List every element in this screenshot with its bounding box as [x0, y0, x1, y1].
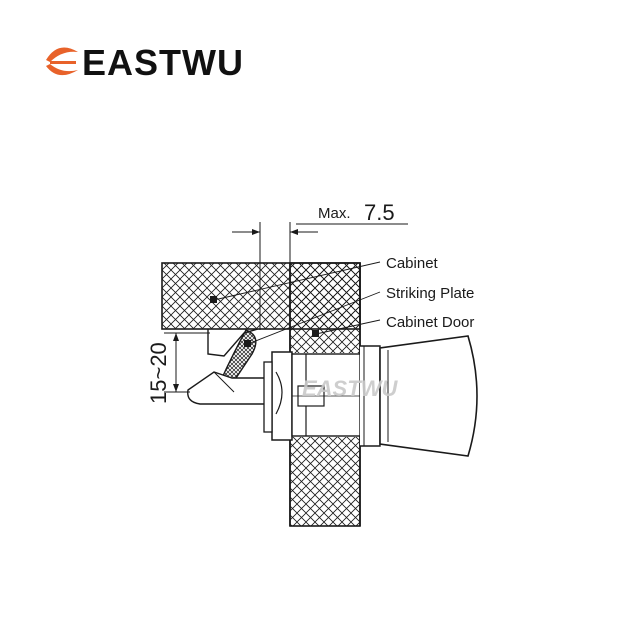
- cam-lock: [263, 345, 381, 447]
- latch-tongue: [187, 371, 273, 405]
- striking-plate-hook: [221, 329, 257, 382]
- callout-striking-plate: Striking Plate: [244, 285, 474, 347]
- label-cabinet: Cabinet: [386, 255, 439, 272]
- dimension-height-range: 15~20: [146, 332, 210, 404]
- dimension-max-value: 7.5: [364, 200, 395, 225]
- logo-arc-bottom: [46, 64, 78, 76]
- dimension-max-gap: Max. 7.5: [232, 200, 408, 330]
- brand-logo-icon: [46, 47, 78, 76]
- label-striking-plate: Striking Plate: [386, 285, 474, 302]
- brand-name: EASTWU: [82, 42, 244, 83]
- callout-cabinet: Cabinet: [210, 255, 439, 303]
- callout-cabinet-door: Cabinet Door: [312, 314, 474, 337]
- brand-logo: EASTWU: [46, 42, 244, 83]
- lock-knob: [379, 335, 478, 457]
- dimension-height-value: 15~20: [146, 342, 171, 404]
- brand-watermark: EASTWU: [302, 376, 398, 401]
- logo-arc-top: [46, 47, 78, 62]
- dimension-max-prefix: Max.: [318, 205, 351, 222]
- label-cabinet-door: Cabinet Door: [386, 314, 474, 331]
